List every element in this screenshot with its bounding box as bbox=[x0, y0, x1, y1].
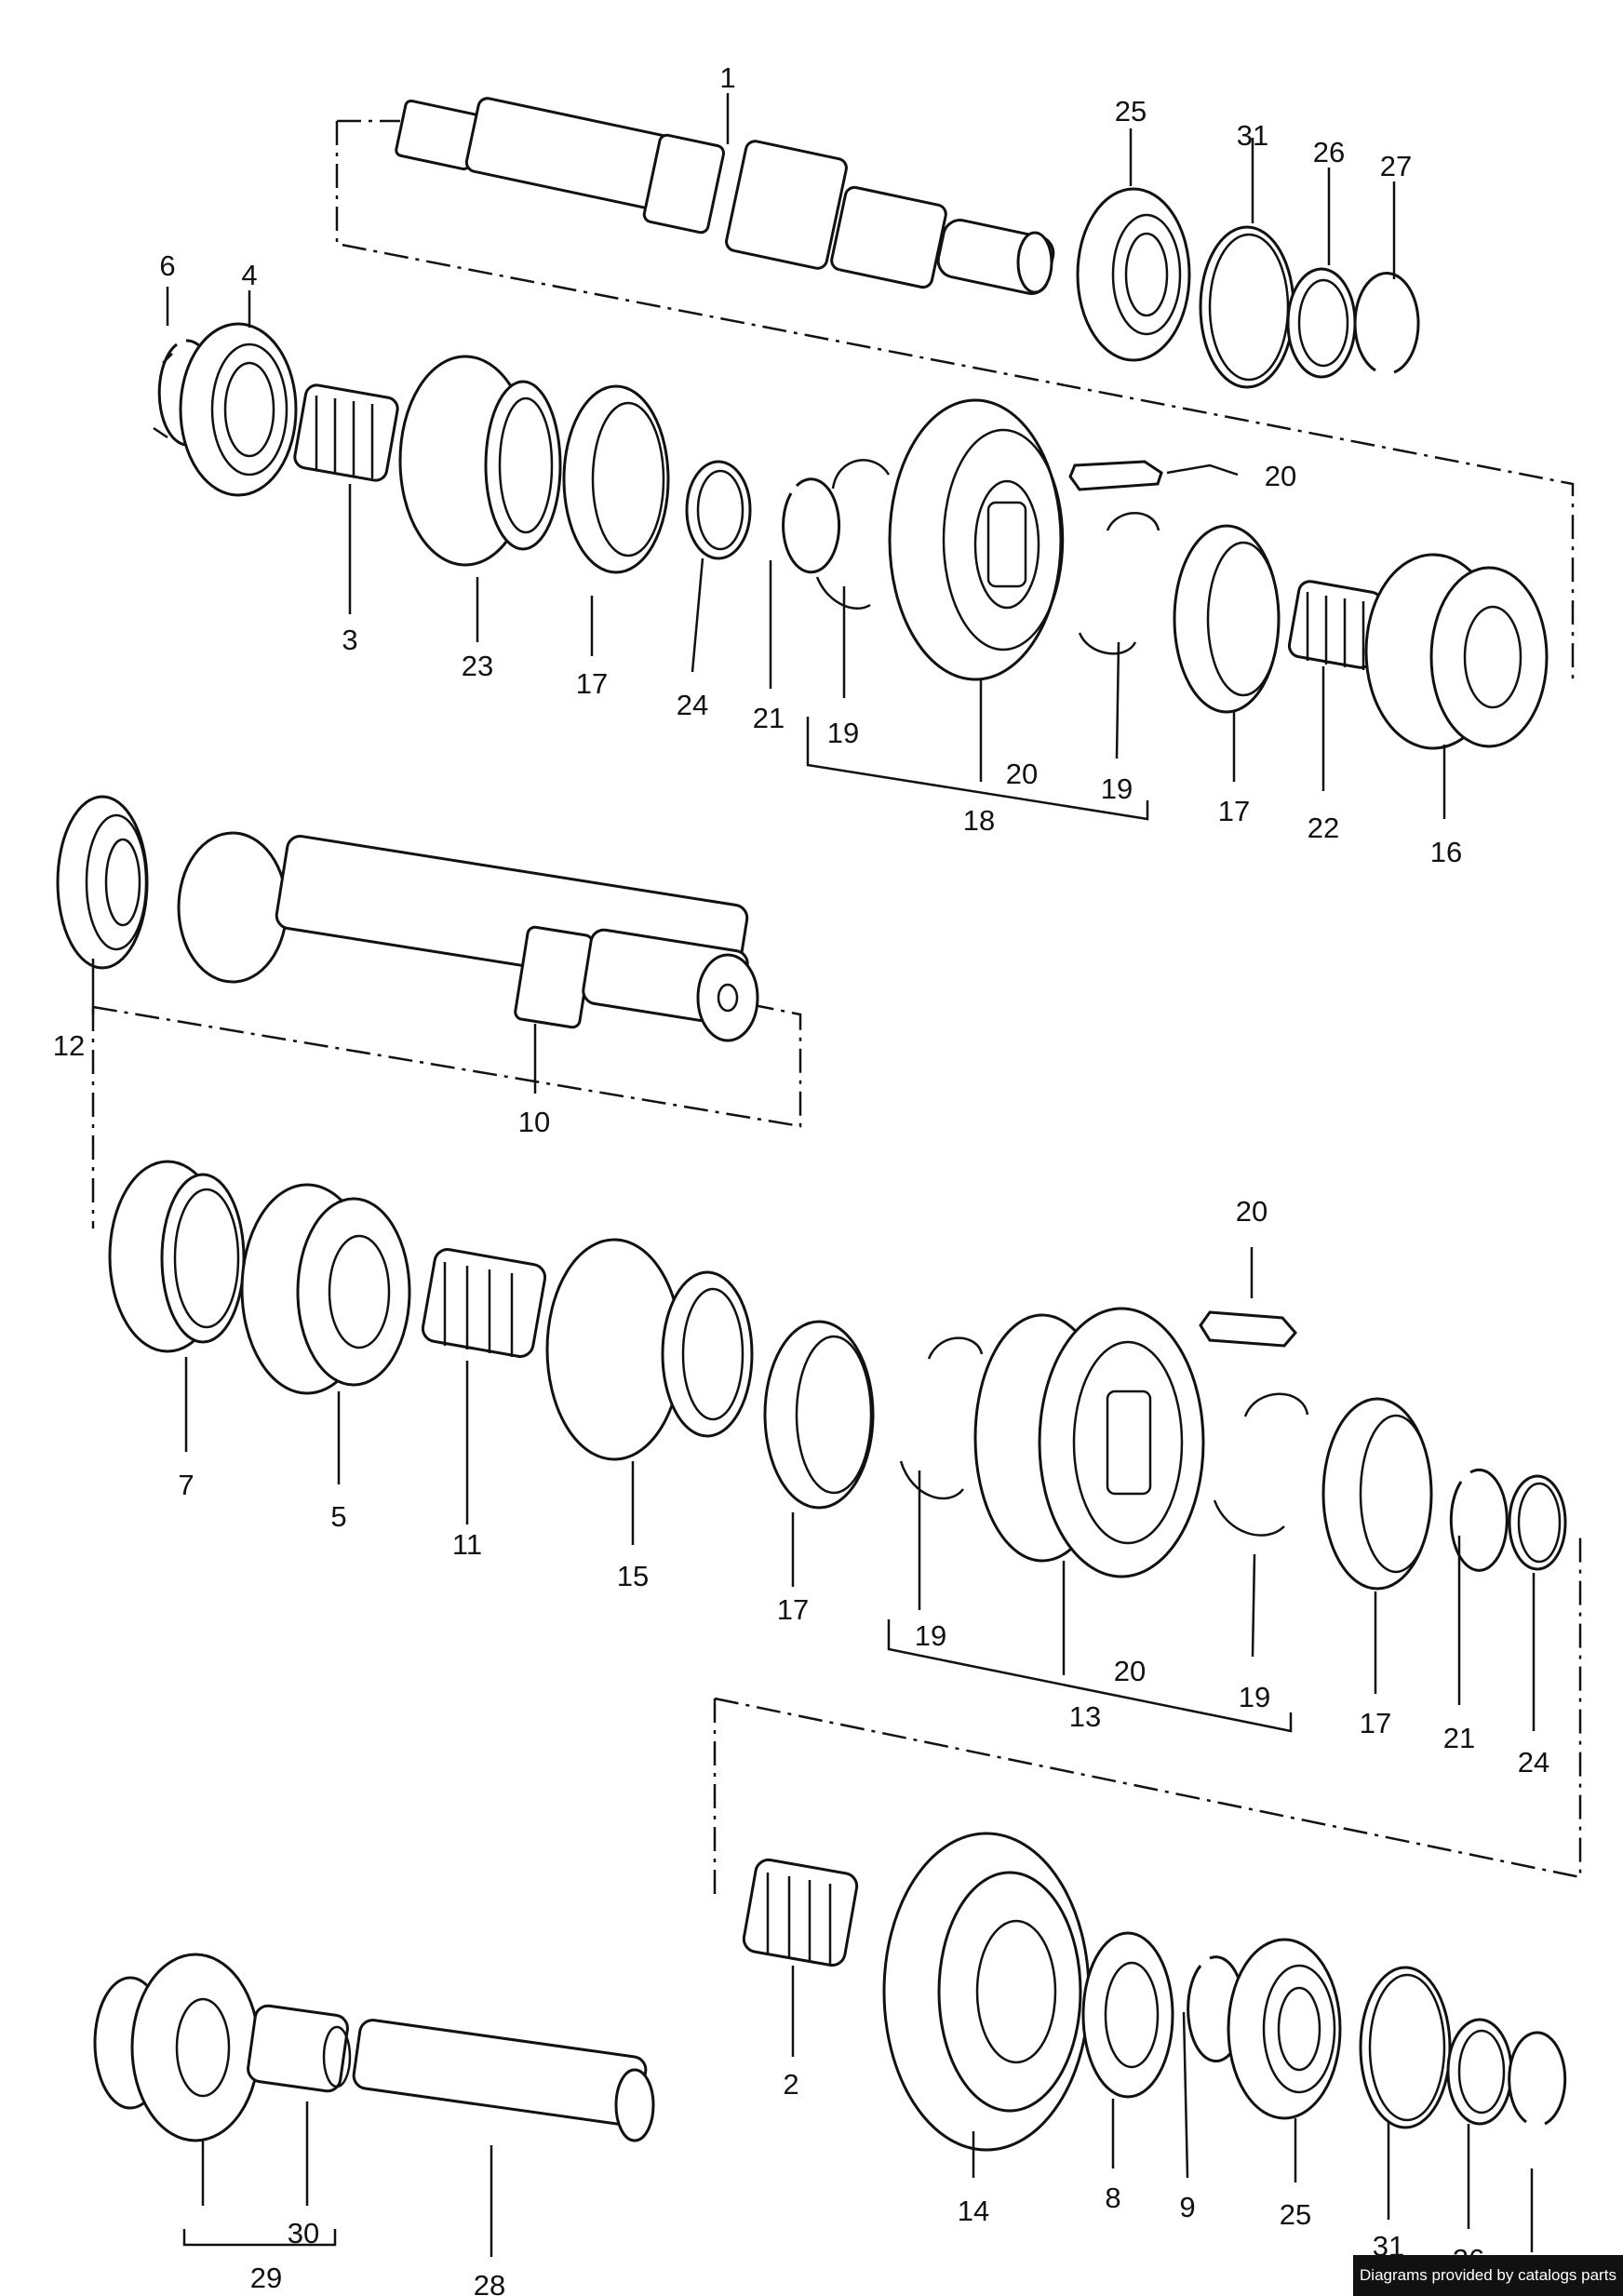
label-part-17: 17 bbox=[1360, 1707, 1391, 1739]
output-shaft-part-10 bbox=[91, 831, 802, 1229]
synchro-hub-part-18 bbox=[888, 398, 1065, 681]
circlip-part-27-lower bbox=[1508, 2031, 1567, 2126]
gear-part-14 bbox=[882, 1832, 1091, 2152]
shim-ring-part-31-lower bbox=[1359, 1966, 1452, 2129]
label-part-5: 5 bbox=[330, 1500, 346, 1533]
label-part-26: 26 bbox=[1313, 136, 1345, 168]
gear-part-5 bbox=[240, 1183, 411, 1395]
label-part-14: 14 bbox=[958, 2195, 989, 2227]
label-part-20: 20 bbox=[1265, 460, 1296, 492]
label-part-19: 19 bbox=[1239, 1681, 1270, 1713]
label-part-17: 17 bbox=[576, 667, 608, 700]
label-part-8: 8 bbox=[1105, 2182, 1120, 2214]
label-part-31: 31 bbox=[1237, 119, 1268, 152]
label-part-21: 21 bbox=[753, 702, 785, 734]
label-part-1: 1 bbox=[719, 61, 735, 94]
label-part-29: 29 bbox=[250, 2262, 282, 2294]
circlip-part-21-lower bbox=[1449, 1468, 1509, 1572]
circlip-part-27 bbox=[1353, 272, 1420, 374]
label-part-12: 12 bbox=[53, 1029, 85, 1062]
label-part-3: 3 bbox=[342, 624, 357, 656]
label-part-7: 7 bbox=[178, 1469, 194, 1501]
label-part-22: 22 bbox=[1308, 812, 1339, 844]
ball-bearing-part-25-lower bbox=[1227, 1938, 1342, 2120]
input-shaft-part-1 bbox=[335, 97, 1575, 679]
ball-bearing-part-4 bbox=[179, 322, 298, 497]
label-part-20: 20 bbox=[1236, 1195, 1268, 1228]
label-part-13: 13 bbox=[1069, 1700, 1101, 1733]
key-part-20-upper bbox=[1068, 460, 1163, 491]
label-part-10: 10 bbox=[518, 1106, 550, 1138]
label-part-9: 9 bbox=[1179, 2191, 1195, 2223]
spring-part-19-upper bbox=[815, 459, 1160, 655]
needle-bearing-part-2 bbox=[742, 1858, 859, 1967]
label-part-19: 19 bbox=[827, 717, 859, 749]
label-part-20: 20 bbox=[1114, 1655, 1146, 1687]
synchro-ring-part-17-upper-b bbox=[1173, 524, 1281, 714]
gear-part-16 bbox=[1364, 553, 1549, 750]
synchro-hub-part-13 bbox=[973, 1307, 1205, 1578]
circlip-part-21-upper bbox=[782, 477, 841, 574]
label-part-24: 24 bbox=[677, 689, 708, 721]
label-part-16: 16 bbox=[1430, 836, 1462, 868]
label-part-25: 25 bbox=[1115, 95, 1147, 128]
label-part-11: 11 bbox=[452, 1528, 482, 1561]
gear-part-23 bbox=[398, 355, 562, 567]
key-part-20-lower bbox=[1199, 1310, 1297, 1348]
label-part-4: 4 bbox=[241, 259, 257, 291]
label-part-17: 17 bbox=[777, 1593, 809, 1626]
label-part-24: 24 bbox=[1518, 1746, 1549, 1779]
label-part-27: 27 bbox=[1380, 150, 1412, 182]
assembly-line-lower bbox=[713, 1537, 1582, 1894]
label-part-18: 18 bbox=[963, 804, 995, 837]
gear-part-15 bbox=[545, 1238, 754, 1461]
label-part-30: 30 bbox=[288, 2217, 319, 2249]
reverse-gear-part-29 bbox=[93, 1953, 261, 2142]
synchro-ring-part-17-lower-b bbox=[1321, 1397, 1433, 1591]
washer-part-24-lower bbox=[1508, 1474, 1567, 1571]
leader-lines bbox=[91, 93, 1536, 2257]
synchro-ring-part-17-lower-a bbox=[763, 1320, 875, 1510]
label-part-19: 19 bbox=[1101, 772, 1133, 805]
gear-part-7 bbox=[108, 1160, 246, 1353]
label-part-15: 15 bbox=[617, 1560, 649, 1592]
label-part-2: 2 bbox=[783, 2068, 798, 2101]
needle-bearing-part-11 bbox=[421, 1248, 547, 1358]
washer-part-24-upper bbox=[685, 460, 752, 560]
idler-shaft-part-28 bbox=[352, 2019, 655, 2142]
needle-bearing-part-22 bbox=[1287, 580, 1384, 670]
label-part-20: 20 bbox=[1006, 758, 1038, 790]
spring-part-19-lower bbox=[899, 1336, 1309, 1537]
label-part-19: 19 bbox=[915, 1619, 946, 1652]
washer-part-26 bbox=[1286, 267, 1357, 379]
synchro-ring-part-17-upper-a bbox=[562, 384, 670, 574]
label-part-21: 21 bbox=[1443, 1722, 1475, 1754]
label-part-6: 6 bbox=[159, 249, 175, 282]
taper-bearing-part-12 bbox=[56, 795, 149, 970]
bush-part-30 bbox=[247, 2004, 352, 2093]
ball-bearing-part-25 bbox=[1076, 187, 1191, 362]
label-part-17: 17 bbox=[1218, 795, 1250, 827]
label-part-25: 25 bbox=[1280, 2198, 1311, 2231]
label-part-28: 28 bbox=[474, 2269, 505, 2296]
diagram-credit: Diagrams provided by catalogs parts bbox=[1353, 2255, 1623, 2296]
washer-part-26-lower bbox=[1446, 2018, 1513, 2126]
part-labels: 1 25 31 26 27 6 4 3 23 17 24 21 19 20 20… bbox=[53, 61, 1549, 2296]
needle-bearing-part-3 bbox=[293, 383, 399, 482]
shim-part-8 bbox=[1081, 1931, 1174, 2099]
shim-ring-part-31 bbox=[1199, 225, 1295, 389]
label-part-23: 23 bbox=[462, 650, 493, 682]
